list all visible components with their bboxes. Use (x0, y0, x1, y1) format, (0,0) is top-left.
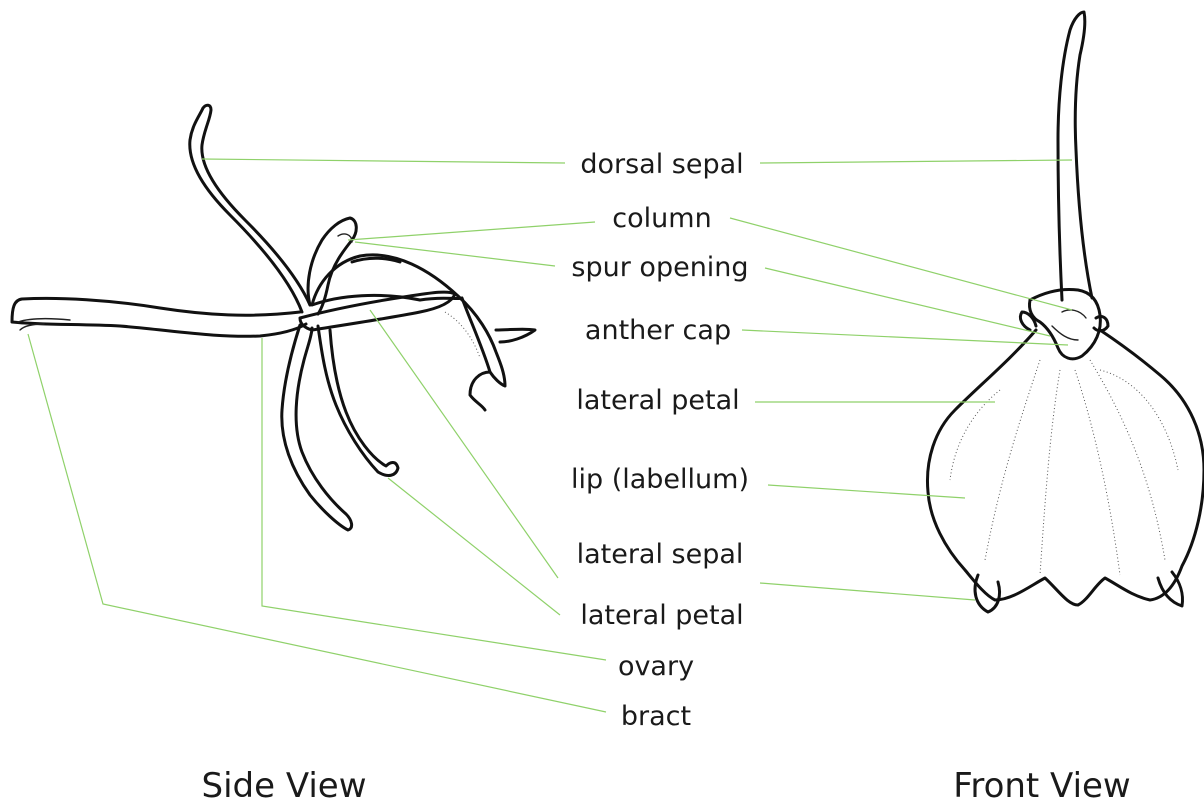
front-lip-vein-1 (985, 360, 1040, 560)
front-lateral-petal-left (1020, 312, 1036, 330)
front-lip-margin-left (950, 390, 1000, 480)
label-lip: lip (labellum) (571, 464, 749, 495)
side-dorsal-sepal (190, 105, 310, 312)
leader-dorsal-sepal-side (202, 159, 565, 163)
leader-spur-opening-front (765, 268, 1050, 336)
view-titles: Side View Front View (201, 766, 1130, 806)
label-lateral-sepal: lateral sepal (577, 539, 744, 570)
front-lip-vein-2 (1040, 370, 1060, 575)
leader-dorsal-sepal-front (760, 160, 1072, 163)
side-lateral-petal-left (282, 325, 352, 530)
side-lip-fold (352, 258, 490, 410)
front-view-drawing (927, 12, 1204, 612)
side-lip-vein (445, 312, 480, 358)
front-dorsal-sepal (1058, 12, 1092, 300)
label-column: column (612, 203, 711, 234)
front-lip-vein-4 (1090, 360, 1165, 560)
front-view-title: Front View (953, 766, 1131, 806)
label-bract: bract (621, 701, 691, 732)
side-lip-tail (496, 329, 535, 342)
side-view-drawing (12, 105, 535, 530)
side-ovary-stem (12, 298, 306, 336)
leader-lateral-petal-side (388, 478, 560, 615)
side-lip (312, 255, 505, 386)
leader-lateral-sepal-front (760, 583, 975, 600)
label-anther-cap: anther cap (585, 315, 731, 346)
leader-column-side (348, 222, 595, 240)
leader-lip (768, 485, 965, 498)
label-ovary: ovary (618, 651, 694, 682)
leader-lines (28, 159, 1072, 712)
front-column (1029, 289, 1100, 358)
front-lip (927, 330, 1204, 605)
label-dorsal-sepal: dorsal sepal (580, 149, 743, 180)
side-lateral-petal-right (318, 326, 398, 475)
side-view-title: Side View (201, 766, 366, 806)
front-lip-vein-3 (1075, 370, 1120, 575)
front-lip-margin-right (1100, 370, 1178, 470)
front-anther-cap (1052, 310, 1086, 340)
label-lateral-petal-front: lateral petal (576, 385, 739, 416)
part-labels: dorsal sepal column spur opening anther … (571, 149, 749, 732)
label-spur-opening: spur opening (571, 252, 748, 283)
leader-spur-opening-side (355, 242, 555, 266)
leader-column-front (730, 218, 1072, 310)
label-lateral-petal-side: lateral petal (580, 600, 743, 631)
leader-anther-cap (742, 330, 1068, 345)
